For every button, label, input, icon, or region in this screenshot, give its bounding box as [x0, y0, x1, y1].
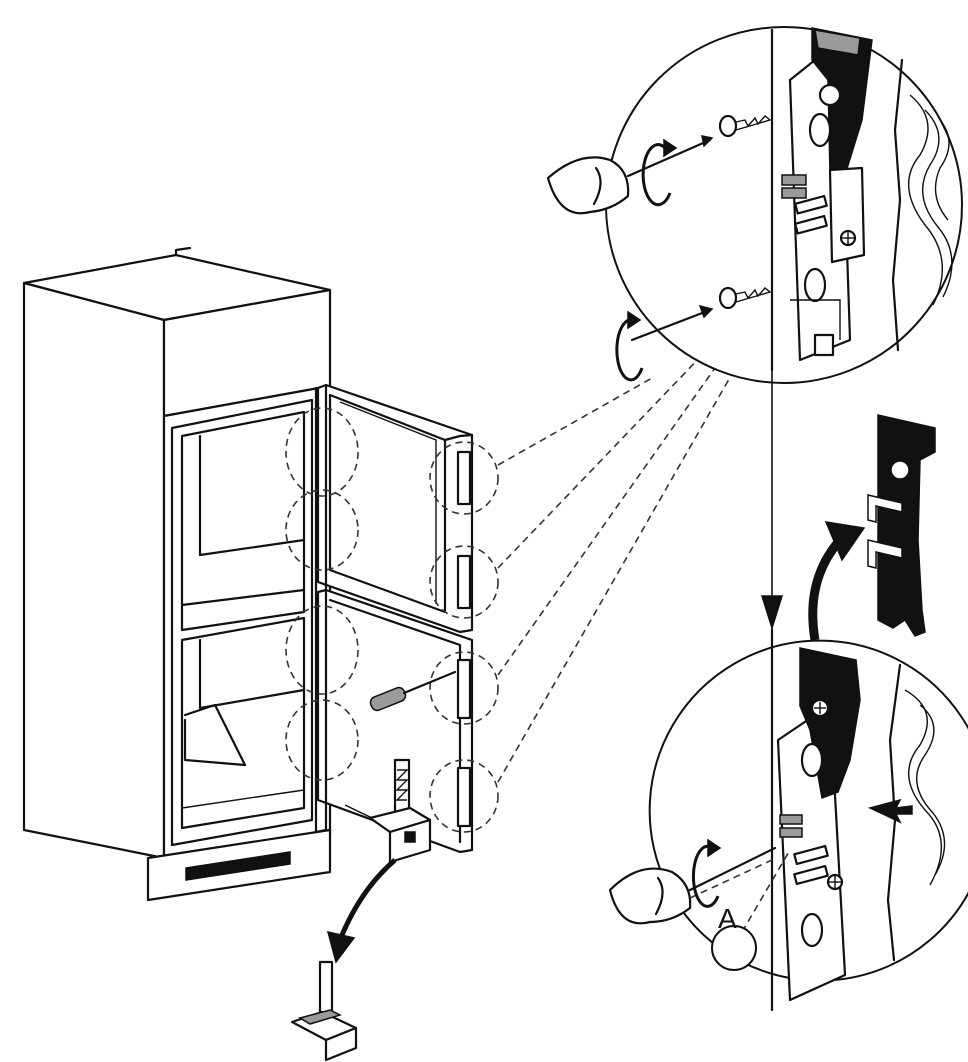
- leader-lines: [497, 351, 741, 783]
- removal-arrow-icon: [808, 521, 866, 641]
- screwdriver-icon: [630, 304, 714, 342]
- screw-icon: [718, 114, 772, 310]
- screwdriver-icon: [546, 135, 714, 215]
- hinge-bracket: [867, 414, 936, 637]
- upper-detail-callout: [546, 26, 963, 384]
- rotation-arrow-icon: [641, 138, 678, 207]
- screwdriver-icon: [369, 670, 457, 712]
- door-bracket: [344, 758, 432, 864]
- rotation-arrow-icon: [615, 310, 644, 382]
- screwdriver-icon: [608, 846, 777, 925]
- connector-arrow: [760, 370, 784, 631]
- hinge-highlight-circles: [285, 407, 499, 833]
- removed-bracket: [290, 960, 358, 1062]
- lower-door: [316, 588, 474, 854]
- door-hinge-strip: [314, 384, 328, 834]
- lower-detail-callout: A: [608, 628, 968, 1012]
- part-a-callout: A: [711, 849, 791, 971]
- refrigerator-cabinet: [22, 246, 332, 902]
- removal-arrow-icon: [326, 858, 397, 964]
- rotation-arrow-icon: [691, 838, 722, 908]
- part-a-label: A: [718, 903, 737, 934]
